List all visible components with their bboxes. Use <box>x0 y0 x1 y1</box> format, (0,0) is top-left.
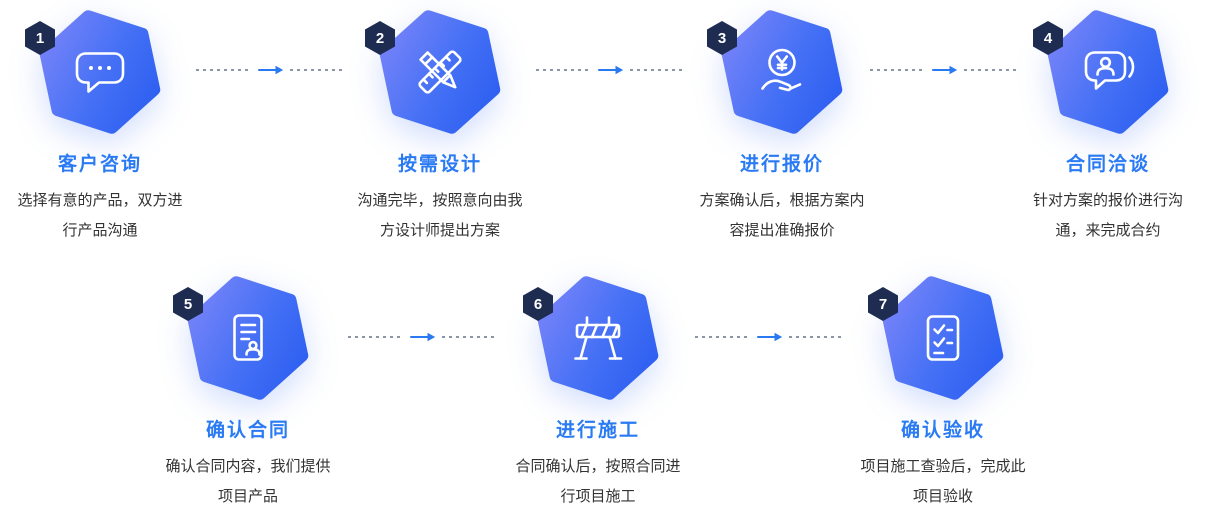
step-number: 1 <box>35 29 45 47</box>
step-title: 按需设计 <box>397 154 482 175</box>
dashed-line <box>536 69 592 71</box>
step-number: 3 <box>717 29 727 47</box>
flow-connector <box>196 63 346 77</box>
process-step-6: 6 进行施工 合同确认后，按照合同进行项目施工 <box>483 270 713 511</box>
step-hexagon: 6 <box>483 270 713 408</box>
step-number: 5 <box>183 295 193 313</box>
step-number: 4 <box>1043 29 1053 47</box>
arrow-right-icon <box>757 332 783 342</box>
flow-connector <box>695 330 845 344</box>
arrow-right-icon <box>258 65 284 75</box>
step-hexagon: 5 <box>133 270 363 408</box>
step-description: 确认合同内容，我们提供项目产品 <box>165 458 331 505</box>
flow-connector <box>870 63 1020 77</box>
hexagon-shape <box>39 10 161 134</box>
step-title: 客户咨询 <box>57 154 142 175</box>
step-description: 沟通完毕，按照意向由我方设计师提出方案 <box>357 192 523 239</box>
dashed-line <box>695 336 751 338</box>
step-description: 合同确认后，按照合同进行项目施工 <box>515 458 681 505</box>
step-description: 项目施工查验后，完成此项目验收 <box>860 458 1026 505</box>
process-step-7: 7 确认验收 项目施工查验后，完成此项目验收 <box>828 270 1058 511</box>
step-title: 合同洽谈 <box>1065 154 1150 175</box>
process-step-2: 2 按需设计 沟通完毕，按照意向由我方设计师提出方案 <box>325 4 555 246</box>
hexagon-shape <box>882 276 1004 400</box>
hexagon-shape <box>1047 10 1169 134</box>
dashed-line <box>290 69 346 71</box>
hexagon-shape <box>721 10 843 134</box>
step-hexagon: 1 <box>0 4 215 142</box>
step-title: 进行报价 <box>739 154 824 175</box>
hexagon-shape <box>379 10 501 134</box>
step-hexagon: 4 <box>993 4 1210 142</box>
process-step-1: 1 客户咨询 选择有意的产品，双方进行产品沟通 <box>0 4 215 246</box>
process-step-5: 5 确认合同 确认合同内容，我们提供项目产品 <box>133 270 363 511</box>
process-step-4: 4 合同洽谈 针对方案的报价进行沟通，来完成合约 <box>993 4 1210 246</box>
step-title: 进行施工 <box>555 420 640 441</box>
hexagon-shape <box>187 276 309 400</box>
flow-connector <box>536 63 686 77</box>
dashed-line <box>789 336 845 338</box>
dashed-line <box>196 69 252 71</box>
arrow-right-icon <box>598 65 624 75</box>
step-number: 7 <box>878 295 888 313</box>
step-hexagon: 3 <box>667 4 897 142</box>
dashed-line <box>870 69 926 71</box>
arrow-right-icon <box>932 65 958 75</box>
dashed-line <box>964 69 1020 71</box>
step-description: 选择有意的产品，双方进行产品沟通 <box>17 192 183 239</box>
step-description: 针对方案的报价进行沟通，来完成合约 <box>1032 192 1183 239</box>
dashed-line <box>630 69 686 71</box>
process-step-3: 3 进行报价 方案确认后，根据方案内容提出准确报价 <box>667 4 897 246</box>
step-number: 6 <box>533 295 543 313</box>
dashed-line <box>442 336 498 338</box>
step-title: 确认合同 <box>205 420 290 441</box>
step-number: 2 <box>375 29 385 47</box>
dashed-line <box>348 336 404 338</box>
step-hexagon: 7 <box>828 270 1058 408</box>
step-title: 确认验收 <box>900 420 985 441</box>
step-description: 方案确认后，根据方案内容提出准确报价 <box>699 192 865 239</box>
hexagon-shape <box>537 276 659 400</box>
flow-connector <box>348 330 498 344</box>
arrow-right-icon <box>410 332 436 342</box>
step-hexagon: 2 <box>325 4 555 142</box>
